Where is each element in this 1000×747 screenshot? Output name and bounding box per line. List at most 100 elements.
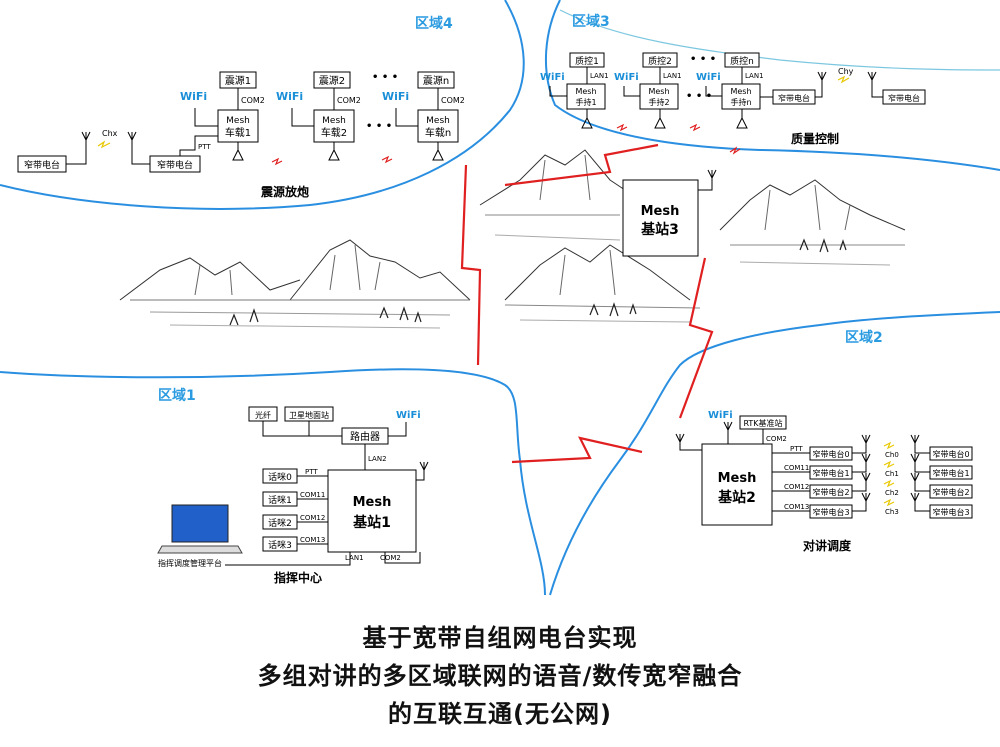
zone1-fiber: 光纤 [255,410,271,420]
zone3-qc1: 质控1 [575,55,599,67]
zone4-com2-1: COM2 [241,96,265,105]
zone4-group [17,71,459,173]
zone2-radio3-right: 窄带电台3 [932,507,969,517]
base3-group: Mesh 基站3 [622,169,717,257]
zone3-h2-b: 手持2 [648,97,669,107]
zone2-radio3-left: 窄带电台3 [812,507,849,517]
zone3-radio-left: 窄带电台 [778,93,810,103]
zone2-com13: COM13 [784,503,809,511]
river-top [545,0,1000,171]
region-label-3: 区域3 [572,13,610,30]
zone3-misc [616,75,850,155]
zone2-radio0-right: 窄带电台0 [932,449,969,459]
mountains-right [719,179,906,266]
base2-label-a: Mesh [718,471,757,486]
caption-line-2: 多组对讲的多区域联网的语音/数传宽窄融合 [257,662,743,690]
chy-signal [837,75,850,84]
river-top-thin [559,9,1000,71]
zone1-text: 光纤 卫星地面站 路由器 WiFi LAN2 话咪0 话咪1 话咪2 话咪3 P… [158,410,421,585]
link-base3-zone1 [460,164,482,366]
zone4-title: 震源放炮 [261,184,309,199]
zone4-zigzag-2 [381,155,393,164]
zone3-lan1-n: LAN1 [745,72,764,80]
zone2-radio2-right: 窄带电台2 [932,487,969,497]
base2-label-b: 基站2 [718,489,756,506]
zone3-wifi-1: WiFi [540,72,565,83]
zone3-zigzag-3 [729,146,741,155]
caption-line-3: 的互联互通(无公网) [388,700,612,728]
zone4-chx: Chx [102,129,118,138]
zone1-wifi: WiFi [396,410,421,421]
zone2-group [675,415,973,526]
zone4-mesh1-b: 车载1 [225,126,251,139]
zone1-com2: COM2 [380,554,401,562]
zone2-com2: COM2 [766,435,787,443]
zone2-text: RTK基准站 COM2 WiFi Mesh 基站2 PTT COM11 COM1… [708,410,970,553]
zone1-com13: COM13 [300,536,325,544]
zone4-mesh1-a: Mesh [226,116,250,126]
zone3-title: 质量控制 [791,131,839,146]
zone2-ch1: Ch1 [885,470,899,478]
zone3-lan1-1: LAN1 [590,72,609,80]
river-right-bottom [549,311,1000,596]
zone2-wifi: WiFi [708,410,733,421]
zone4-ellipsis-top: • • • [372,72,398,83]
zone2-com12: COM12 [784,483,809,491]
zone1-mic3: 话咪3 [268,539,292,551]
zone1-satellite: 卫星地面站 [289,410,329,420]
zone2-rtk: RTK基准站 [743,418,782,428]
zone2-radio2-left: 窄带电台2 [812,487,849,497]
zone2-ch3: Ch3 [885,508,899,516]
zone4-com2-2: COM2 [337,96,361,105]
zone1-mic1: 话咪1 [268,494,292,506]
zone4-source2: 震源2 [319,74,345,87]
zone1-mic2: 话咪2 [268,517,292,529]
zone2-ch2: Ch2 [885,489,899,497]
zone4-meshn-b: 车载n [425,126,451,139]
zone3-chy: Chy [838,67,854,76]
zone2-radio0-left: 窄带电台0 [812,449,849,459]
zone3-qc2: 质控2 [648,55,672,67]
zone1-com12: COM12 [300,514,325,522]
zone2-radio1-right: 窄带电台1 [932,468,969,478]
zone4-mesh2-a: Mesh [322,116,346,126]
zone2-ptt: PTT [790,445,803,453]
zone1-ptt: PTT [305,468,318,476]
zone4-text: 震源1 震源2 震源n COM2 COM2 COM2 Mesh 车载1 Mesh… [24,72,465,199]
caption-line-1: 基于宽带自组网电台实现 [362,624,638,652]
zone1-lan1: LAN1 [345,554,364,562]
zone3-group [549,52,926,129]
zone3-hn-b: 手持n [730,97,751,107]
zone4-sourcen: 震源n [423,74,449,87]
zone2-title: 对讲调度 [803,538,852,553]
zone3-zigzag-2 [689,123,701,132]
base3-label-b: 基站3 [641,221,679,238]
zone1-com11: COM11 [300,491,325,499]
zone3-radio-right: 窄带电台 [888,93,920,103]
zone4-misc [97,140,393,166]
link-base3-zone2 [678,257,714,419]
zone1-group [157,406,429,566]
zone4-wifi-2: WiFi [276,90,303,103]
zone2-signals [883,441,895,507]
base1-label-b: 基站1 [353,514,391,531]
zone2-com11: COM11 [784,464,809,472]
zone3-wifi-n: WiFi [696,72,721,83]
zone3-ellipsis-mid: • • • [686,91,712,102]
zone3-h1-b: 手持1 [575,97,596,107]
zone3-wifi-2: WiFi [614,72,639,83]
zone3-hn-a: Mesh [730,87,751,96]
region-labels: 区域4 区域3 区域2 区域1 [158,13,883,404]
zone3-h1-a: Mesh [575,87,596,96]
zone4-meshn-a: Mesh [426,116,450,126]
zone1-lan2: LAN2 [368,455,387,463]
base3-label-a: Mesh [641,204,680,219]
zone4-ellipsis-mid: • • • [366,121,392,132]
region-label-4: 区域4 [415,15,453,32]
zone4-source1: 震源1 [225,74,251,87]
zone4-radio-right: 窄带电台 [157,159,193,171]
zone3-qcn: 质控n [730,55,754,67]
river-top-left [0,0,525,210]
zone4-zigzag-1 [271,157,283,166]
